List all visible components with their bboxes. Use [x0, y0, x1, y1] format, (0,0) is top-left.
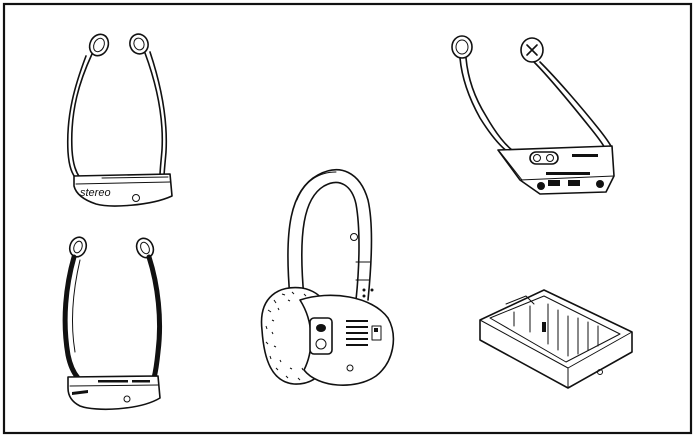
over-ear-headphones-icon	[260, 169, 395, 386]
stethoscope-headset-black-frame-icon	[62, 236, 163, 411]
stethoscope-headset-wedge-receiver-icon	[451, 35, 615, 195]
stethoscope-headset-stereo-icon: stereo	[66, 33, 173, 207]
stereo-label: stereo	[80, 187, 111, 199]
battery-charging-tray-icon	[479, 289, 633, 389]
